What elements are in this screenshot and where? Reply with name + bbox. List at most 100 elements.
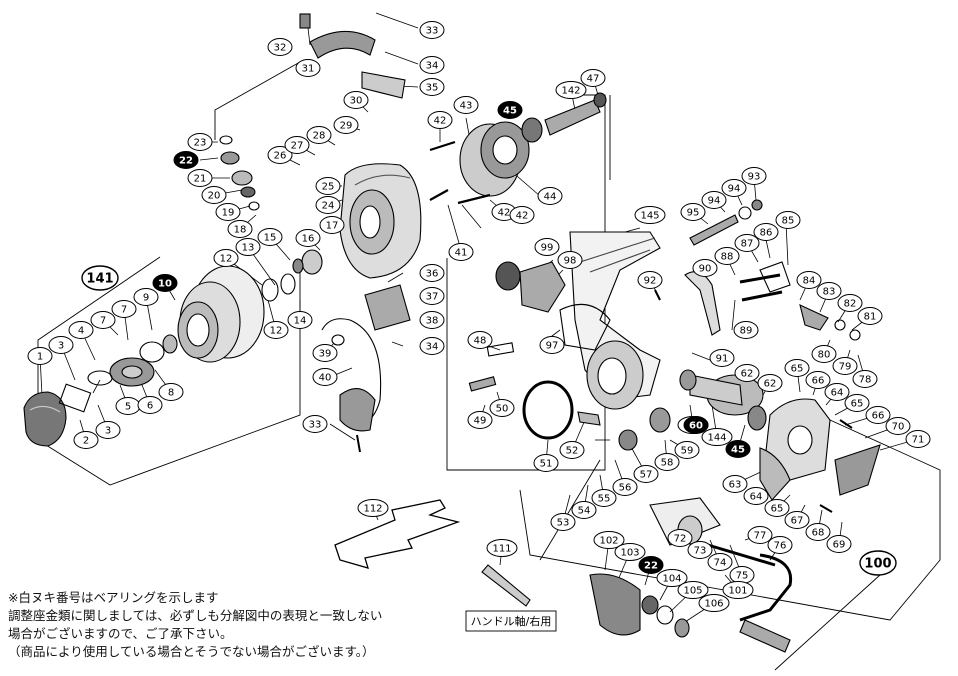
callout-label: 7 xyxy=(100,316,106,327)
callout-label: 87 xyxy=(741,239,754,250)
callout-21: 21 xyxy=(187,169,213,187)
callout-label: 67 xyxy=(791,516,804,527)
callout-label: 145 xyxy=(640,211,659,222)
callout-bubble xyxy=(453,96,479,114)
callout-bubble xyxy=(213,249,239,267)
leader-lines xyxy=(39,12,919,623)
callout-bubble xyxy=(201,186,227,204)
callout-label: 92 xyxy=(644,276,657,287)
callout-bubble xyxy=(743,487,769,505)
callout-67: 67 xyxy=(784,511,810,529)
callout-label: 3 xyxy=(58,341,64,352)
callout-label: 10 xyxy=(158,279,172,290)
callout-bubble xyxy=(707,553,733,571)
note-line-1: ※白ヌキ番号はベアリングを示します xyxy=(8,590,219,605)
callout-label: 32 xyxy=(274,43,287,54)
callout-label: 40 xyxy=(319,373,332,384)
callout-label: 112 xyxy=(363,504,382,515)
callout-label: 29 xyxy=(340,121,353,132)
callout-43: 43 xyxy=(453,96,479,114)
callout-33: 33 xyxy=(419,21,445,39)
callout-label: 94 xyxy=(728,184,741,195)
callout-bubble xyxy=(905,430,931,448)
callout-label: 90 xyxy=(699,264,712,275)
callout-bubble xyxy=(319,216,345,234)
callout-65: 65 xyxy=(844,394,870,412)
frame-lines xyxy=(37,61,941,671)
callout-label: 45 xyxy=(731,445,745,456)
callout-label: 73 xyxy=(694,546,707,557)
callout-bubble xyxy=(302,415,328,433)
callout-label: 1 xyxy=(37,352,43,363)
callout-label: 17 xyxy=(326,221,339,232)
callout-label: 76 xyxy=(774,541,787,552)
callout-bubble xyxy=(333,116,359,134)
callout-label: 3 xyxy=(105,426,111,437)
callout-42: 42 xyxy=(509,206,535,224)
callout-57: 57 xyxy=(633,465,659,483)
direction-arrow xyxy=(334,499,461,569)
callout-bubble xyxy=(701,191,727,209)
callout-35: 35 xyxy=(419,78,445,96)
callout-26: 26 xyxy=(267,146,293,164)
callout-105: 105 xyxy=(677,581,709,599)
callout-45: 45 xyxy=(497,101,523,119)
callout-bubble xyxy=(467,411,493,429)
callout-label: 12 xyxy=(270,326,283,337)
callout-bubble xyxy=(419,78,445,96)
callout-bubble xyxy=(158,383,184,401)
callout-16: 16 xyxy=(295,229,321,247)
callout-bubble xyxy=(187,169,213,187)
callout-bubble xyxy=(826,535,852,553)
callout-bubble xyxy=(753,223,779,241)
callout-78: 78 xyxy=(852,370,878,388)
callout-94: 94 xyxy=(721,179,747,197)
callout-label: 15 xyxy=(264,233,277,244)
callout-label: 30 xyxy=(350,96,363,107)
callout-label: 14 xyxy=(294,316,307,327)
callout-20: 20 xyxy=(201,186,227,204)
callout-bubble xyxy=(257,228,283,246)
callout-bubble xyxy=(656,569,688,587)
callout-50: 50 xyxy=(489,399,515,417)
callout-56: 56 xyxy=(612,478,638,496)
callout-bubble xyxy=(775,211,801,229)
callout-80: 80 xyxy=(811,345,837,363)
callout-bubble xyxy=(537,187,563,205)
callout-label: 106 xyxy=(704,599,723,610)
callout-104: 104 xyxy=(656,569,688,587)
callout-24: 24 xyxy=(315,196,341,214)
callout-5: 5 xyxy=(115,397,141,415)
callout-3: 3 xyxy=(48,336,74,354)
callout-bubble xyxy=(698,594,730,612)
callout-bubble xyxy=(747,526,773,544)
callout-bubble xyxy=(539,336,565,354)
callout-52: 52 xyxy=(559,441,585,459)
callout-label: 78 xyxy=(859,375,872,386)
callout-77: 77 xyxy=(747,526,773,544)
callout-label: 79 xyxy=(839,362,852,373)
callout-66: 66 xyxy=(865,406,891,424)
callout-label: 101 xyxy=(728,586,747,597)
callout-label: 23 xyxy=(194,138,207,149)
callout-bubble xyxy=(824,383,850,401)
callout-label: 74 xyxy=(714,558,727,569)
callout-bubble xyxy=(612,478,638,496)
callout-label: 2 xyxy=(83,436,89,447)
callout-label: 38 xyxy=(426,316,439,327)
callout-62: 62 xyxy=(734,364,760,382)
callout-34: 34 xyxy=(419,56,445,74)
callout-label: 20 xyxy=(208,191,221,202)
callout-bubble xyxy=(654,453,680,471)
callout-bubble xyxy=(757,374,783,392)
callout-72: 72 xyxy=(667,529,693,547)
callout-bubble xyxy=(497,101,523,119)
callout-111: 111 xyxy=(486,539,518,557)
callout-bubble xyxy=(857,307,883,325)
callout-label: 24 xyxy=(322,201,335,212)
callout-6: 6 xyxy=(137,396,163,414)
callout-bubble xyxy=(722,581,754,599)
callout-45: 45 xyxy=(725,440,751,458)
callout-label: 26 xyxy=(274,151,287,162)
